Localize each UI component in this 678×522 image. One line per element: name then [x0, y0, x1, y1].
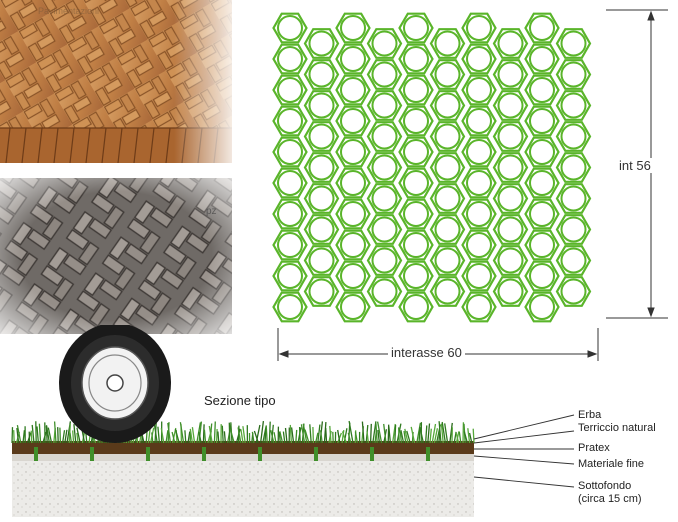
grass-blade — [58, 427, 59, 443]
grass-blade — [39, 424, 40, 443]
grass-blade — [37, 426, 38, 443]
grass-blade — [426, 425, 427, 443]
grass-blade — [241, 429, 243, 443]
pratex-peg — [426, 447, 430, 461]
grass-blade — [399, 427, 400, 443]
grass-blade — [73, 430, 74, 443]
grass-blade — [12, 427, 13, 443]
grass-grid-diagram: interasse 60 int 56 — [270, 6, 670, 361]
grass-blade — [222, 426, 223, 443]
pratex-peg — [258, 447, 262, 461]
grass-blade — [296, 430, 297, 443]
grass-blade — [468, 428, 470, 443]
pratex-peg — [202, 447, 206, 461]
pratex-peg — [34, 447, 38, 461]
layer-label-sottofondo: Sottofondo — [578, 480, 631, 492]
grass-blade — [60, 428, 61, 443]
grass-blade — [286, 428, 288, 443]
cross-section: Sezione tipo Erba Terriccio natural Prat… — [0, 325, 678, 517]
grass-blade — [395, 425, 396, 443]
grass-blade — [428, 424, 430, 444]
pratex-peg — [146, 447, 150, 461]
layer-label-erba: Erba — [578, 409, 601, 421]
herringbone-grey-photo: pz — [0, 178, 232, 334]
grass-blade — [229, 423, 230, 443]
photo-watermark: Pavimentazioni — [38, 6, 99, 16]
herringbone-warm-image — [0, 0, 232, 163]
grass-blade — [203, 424, 204, 443]
grass-blade — [313, 427, 314, 443]
grass-blade — [265, 429, 266, 443]
height-dimension-label: int 56 — [616, 158, 654, 173]
layer-label-sottofondo-note: (circa 15 cm) — [578, 493, 642, 505]
grass-blade — [326, 428, 327, 443]
section-title: Sezione tipo — [204, 393, 276, 408]
pratex-peg — [314, 447, 318, 461]
layer-label-pratex: Pratex — [578, 442, 610, 454]
subbase-layer — [12, 459, 474, 517]
layer-label-terriccio: Terriccio natural — [578, 422, 656, 434]
grass-blade — [330, 426, 331, 443]
grass-blade — [214, 422, 215, 444]
grass-blade — [266, 425, 267, 443]
grass-blade — [269, 422, 270, 443]
herringbone-warm-photo: Pavimentazioni — [0, 0, 232, 163]
photo-watermark-2: pz — [206, 206, 217, 217]
wheel-icon — [59, 325, 171, 443]
grass-blade — [14, 430, 15, 443]
grass-blade — [376, 423, 377, 443]
grass-blade — [300, 427, 301, 443]
grass-grid-svg — [270, 6, 670, 361]
grass-blade — [473, 429, 474, 443]
pratex-peg — [90, 447, 94, 461]
grass-blade — [74, 424, 76, 443]
grass-blade — [158, 427, 160, 443]
grass-blade — [371, 424, 372, 443]
leader-lines — [474, 415, 574, 487]
grass-blade — [217, 429, 218, 443]
grass-blade — [55, 422, 56, 444]
grass-blade — [389, 426, 391, 443]
cross-section-svg — [0, 325, 678, 517]
herringbone-grey-image — [0, 178, 232, 334]
grass-blade — [185, 430, 186, 443]
grass-blade — [310, 424, 311, 443]
grass-blade — [218, 432, 219, 444]
grass-blade — [192, 427, 194, 443]
grass-blade — [31, 431, 32, 443]
fine-material-layer — [12, 453, 474, 461]
layer-label-materiale: Materiale fine — [578, 458, 644, 470]
grass-blade — [32, 425, 34, 443]
hex-cell-grid — [274, 14, 591, 322]
grass-blade — [430, 429, 431, 443]
pratex-peg — [370, 447, 374, 461]
